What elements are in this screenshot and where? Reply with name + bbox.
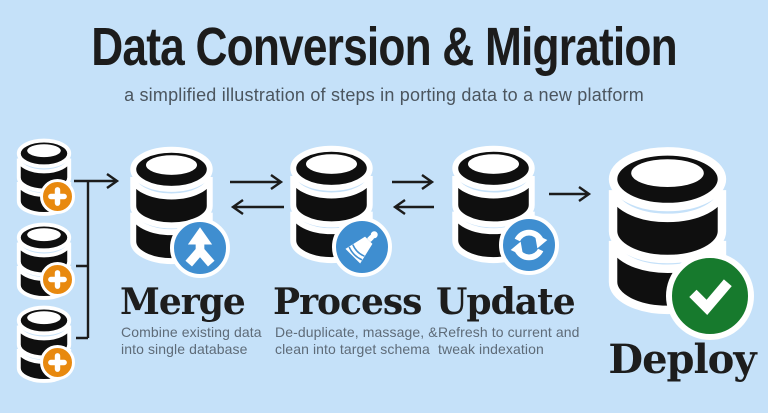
merge-badge: [170, 218, 230, 278]
process-badge: [332, 217, 392, 277]
update-badge: [499, 215, 559, 275]
main-title: Data Conversion & Migration: [91, 17, 677, 77]
deploy-label: Deploy: [608, 336, 756, 383]
process-description: De-duplicate, massage, & clean into targ…: [275, 324, 438, 357]
header: Data Conversion & Migration: [0, 16, 768, 78]
source-2-plus-badge: [40, 262, 75, 297]
merge-arrows-icon: [185, 227, 215, 267]
process-update-forward-arrow: [392, 174, 435, 190]
update-deploy-arrow: [549, 186, 592, 202]
source-bracket-connector: [74, 179, 116, 340]
source-3-plus-badge: [40, 345, 75, 380]
brush-icon: [345, 231, 378, 264]
source-1-plus-badge: [40, 179, 75, 214]
plus-icon: [48, 187, 67, 206]
merge-process-back-arrow: [230, 199, 284, 215]
merge-label: Merge: [120, 281, 246, 323]
process-update-back-arrow: [392, 199, 434, 215]
deploy-badge: [666, 252, 754, 340]
merge-description: Combine existing data into single databa…: [121, 324, 262, 357]
subtitle: a simplified illustration of steps in po…: [124, 85, 644, 105]
update-label: Update: [436, 281, 576, 323]
update-description: Refresh to current and tweak indexation: [438, 324, 580, 357]
subtitle-wrap: a simplified illustration of steps in po…: [0, 85, 768, 106]
merge-arrowhead: [106, 173, 120, 189]
checkmark-icon: [689, 279, 732, 315]
plus-icon: [48, 270, 67, 289]
sync-icon: [510, 229, 548, 261]
process-label: Process: [273, 281, 422, 323]
plus-icon: [48, 353, 67, 372]
merge-process-forward-arrow: [230, 174, 284, 190]
